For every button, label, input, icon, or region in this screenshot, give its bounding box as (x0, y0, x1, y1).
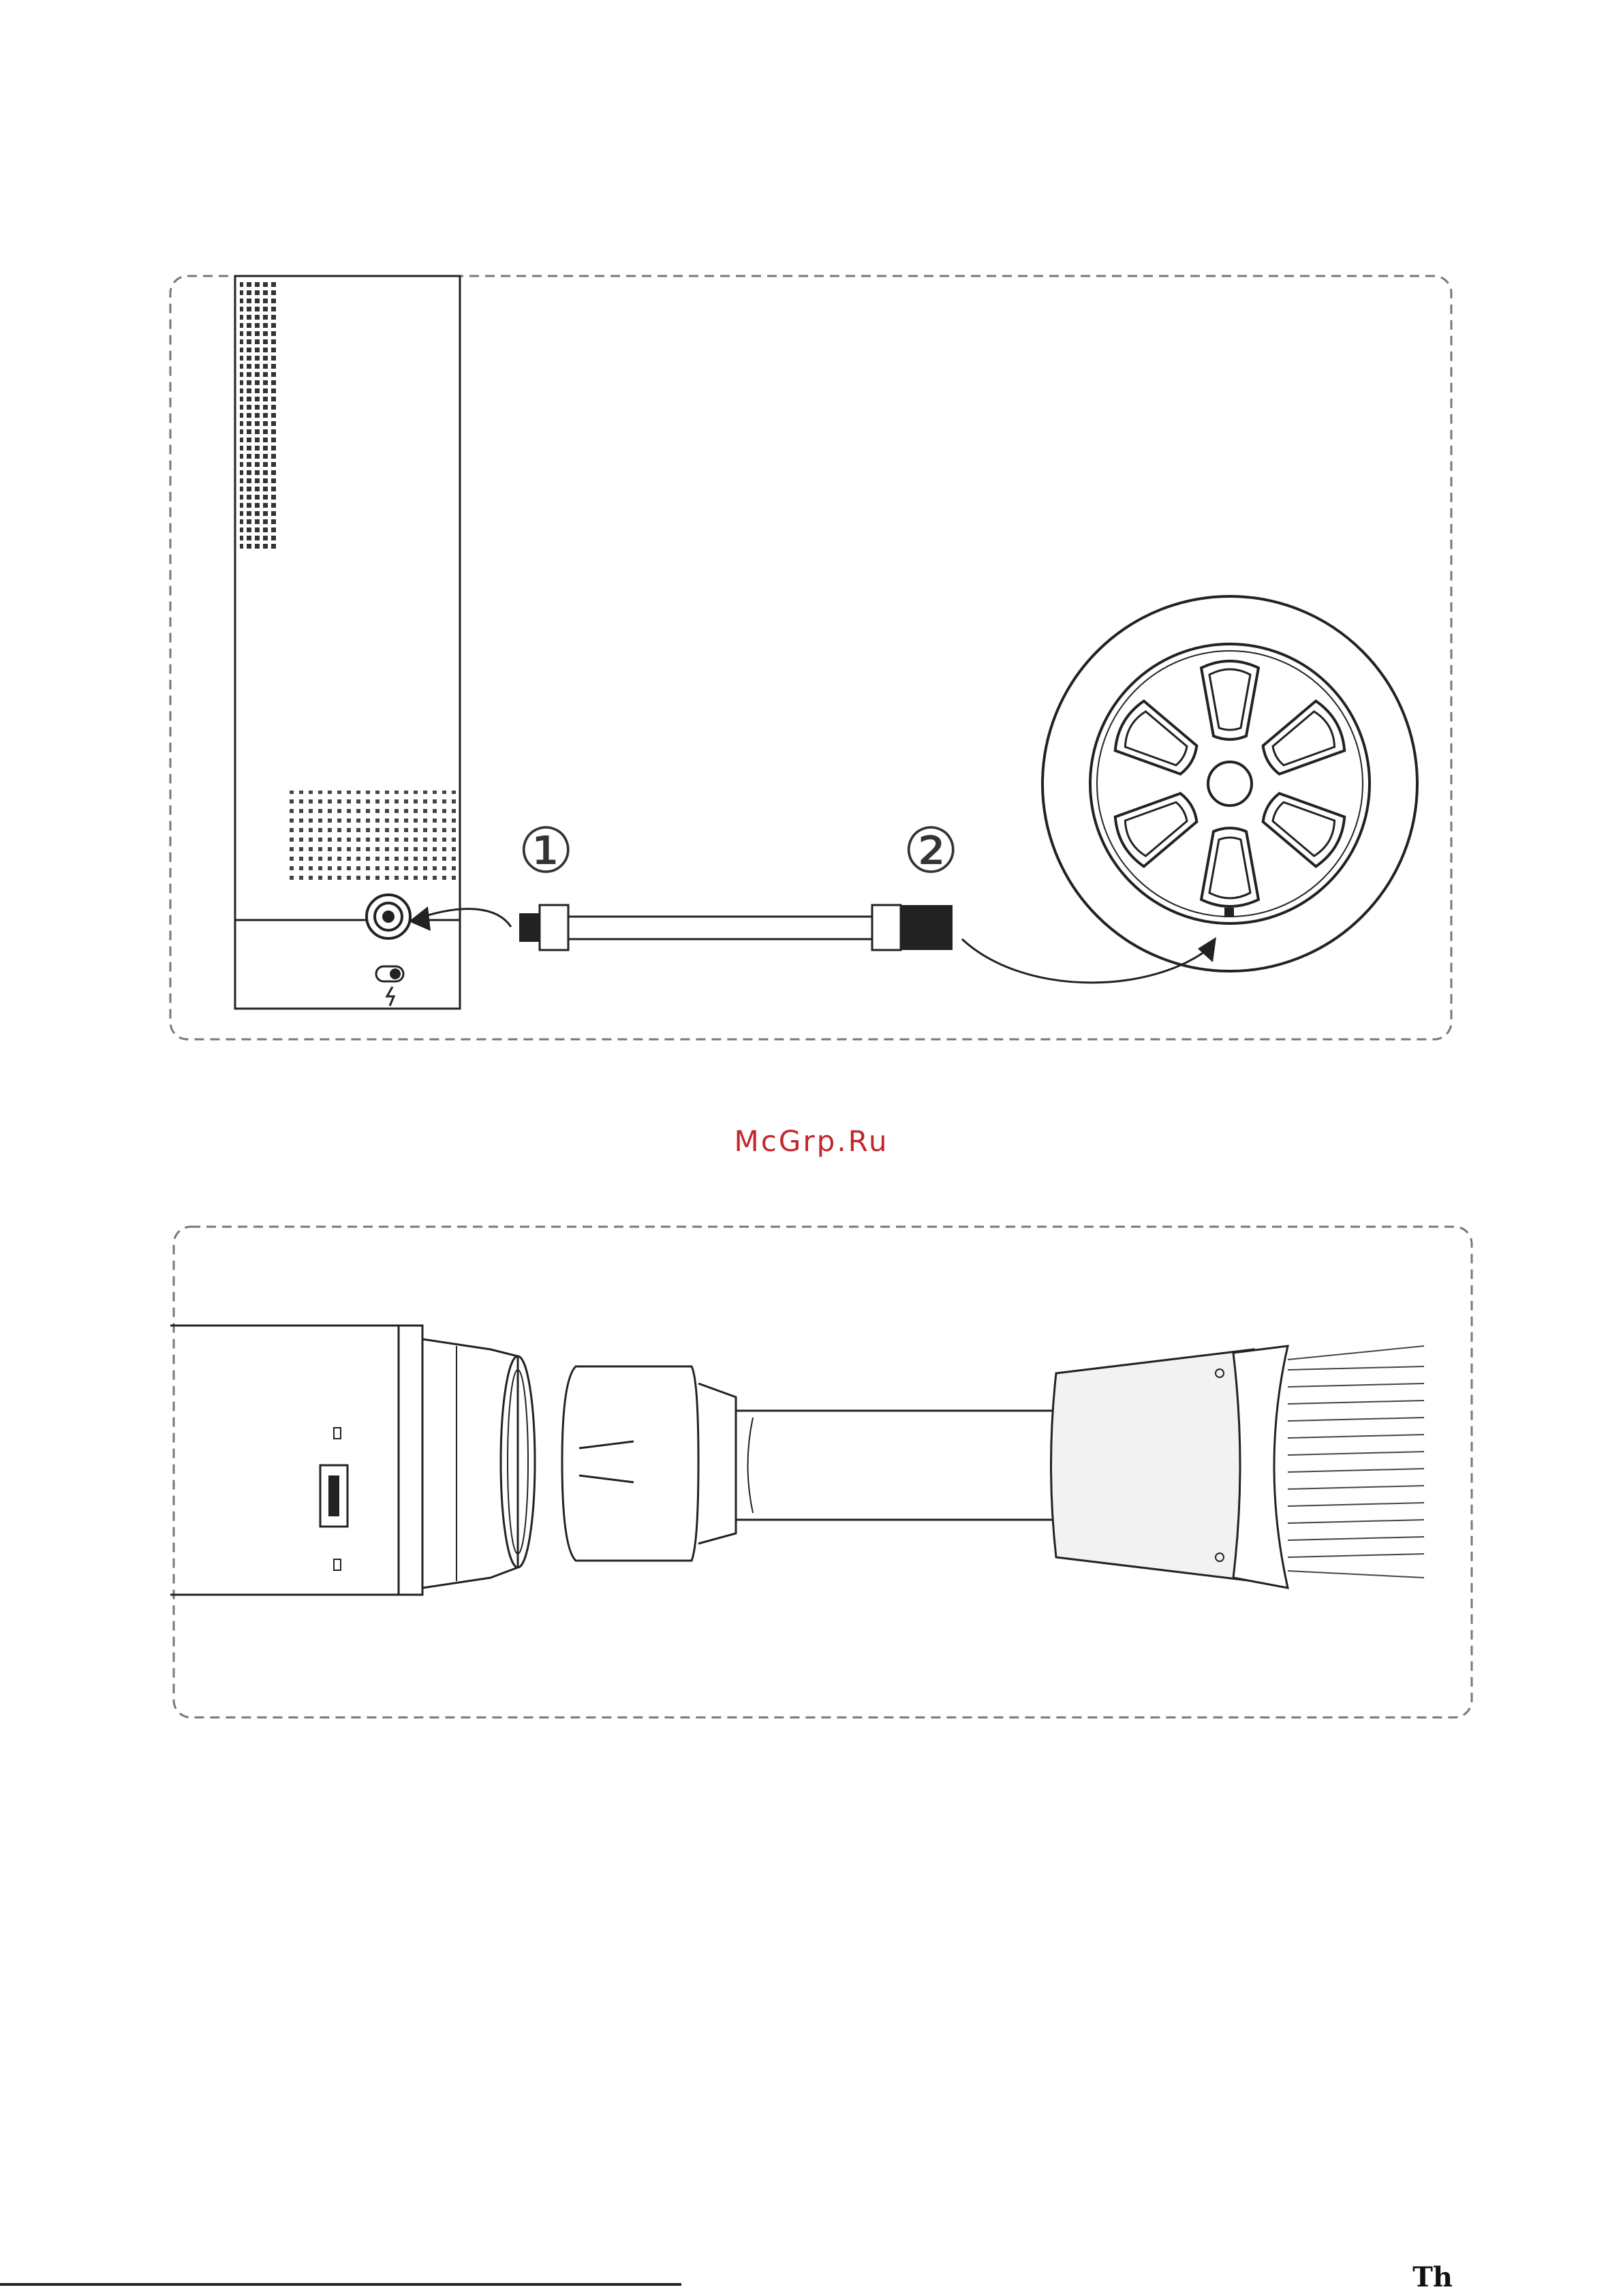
nozzle-adapter (562, 1366, 1056, 1561)
callout-2: ② (903, 814, 959, 887)
brush-head (1051, 1346, 1425, 1588)
figure-frame (170, 276, 1451, 1039)
device-end (170, 1326, 535, 1595)
callout-1: ① (518, 814, 574, 887)
car-wheel-icon (1042, 596, 1417, 971)
inflator-device (235, 276, 460, 1009)
upper-vent-grille (240, 279, 277, 552)
arrow-to-port-icon (417, 909, 511, 927)
watermark-label: McGrp.Ru (734, 1124, 888, 1158)
footer-text: Th (1412, 2261, 1453, 2293)
figure-frame (174, 1227, 1472, 1717)
brush-bristles (1288, 1346, 1424, 1578)
power-switch-icon (376, 966, 403, 1006)
air-hose (519, 905, 953, 950)
figure-inflator-connection: ① ② (164, 273, 1458, 1043)
figure-nozzle-attachment (170, 1223, 1475, 1724)
watermark-text: McGrp.Ru (0, 1124, 1623, 1158)
callout-1-label: ① (518, 814, 574, 887)
lower-vent-grille (290, 791, 457, 883)
air-outlet-port-icon (367, 895, 410, 938)
footer-rule (0, 2283, 681, 2286)
callout-2-label: ② (903, 814, 959, 887)
